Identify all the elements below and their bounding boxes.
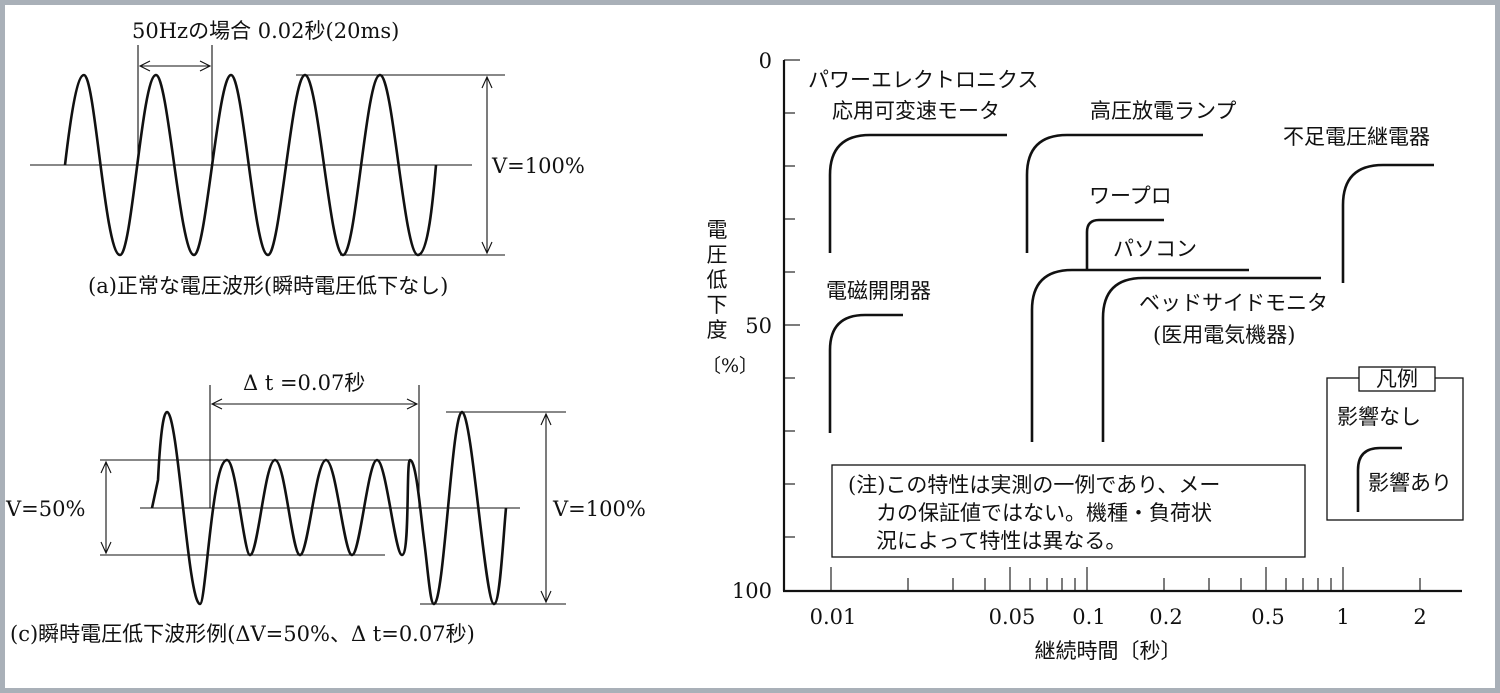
curve-word-processor <box>1085 218 1164 270</box>
curve-undervoltage-relay <box>1341 163 1434 283</box>
note-box: (注)この特性は実測の一例であり、メー カの保証値ではない。機種・負荷状 況によ… <box>831 464 1306 558</box>
x-tick-label: 0.01 <box>810 605 857 629</box>
note-line-3: 況によって特性は異なる。 <box>876 529 1126 553</box>
label-personal-computer: パソコン <box>1113 237 1197 261</box>
v50-arrowhead-bottom <box>100 541 112 555</box>
tolerance-chart: 0 50 100 電 圧 低 下 度 〔%〕 <box>702 49 1464 663</box>
period-label: 50Hzの場合 0.02秒(20ms) <box>132 19 399 43</box>
v50-arrowhead-top <box>100 460 112 474</box>
note-line-2: カの保証値ではない。機種・負荷状 <box>876 501 1212 525</box>
legend-no-effect: 影響なし <box>1337 405 1421 429</box>
x-axis-title: 継続時間〔秒〕 <box>1035 639 1182 663</box>
y-title-unit: 〔%〕 <box>702 355 758 377</box>
dt-arrowhead-right <box>406 398 419 410</box>
x-tick-label: 0.2 <box>1149 605 1182 629</box>
dt-arrowhead-left <box>210 398 223 410</box>
dt-label: Δ t =0.07秒 <box>243 371 365 395</box>
x-tick-label: 0.5 <box>1251 605 1284 629</box>
label-bedside-monitor-2: (医用電気機器) <box>1153 323 1295 347</box>
legend-title: 凡例 <box>1376 367 1418 391</box>
y-title-char: 度 <box>707 318 728 342</box>
v100-arrowhead-bottom <box>540 590 552 604</box>
x-tick-label: 1 <box>1336 605 1349 629</box>
label-bedside-monitor-1: ベッドサイドモニタ <box>1139 291 1328 315</box>
x-ticks <box>830 567 1421 591</box>
curve-bedside-monitor <box>1101 276 1321 442</box>
y-tick-label-50: 50 <box>745 314 772 338</box>
legend-effect: 影響あり <box>1368 471 1452 495</box>
period-arrowhead-right <box>199 60 212 72</box>
legend-title-box <box>1358 366 1436 392</box>
y-title-char: 圧 <box>707 243 728 267</box>
period-arrowhead-left <box>138 60 151 72</box>
panel-a-caption: (a)正常な電圧波形(瞬時電圧低下なし) <box>88 274 448 298</box>
panel-c-caption: (c)瞬時電圧低下波形例(ΔV=50%、Δ t=0.07秒) <box>10 622 475 646</box>
y-title-char: 低 <box>707 268 728 292</box>
y-title-char: 下 <box>707 293 728 317</box>
label-hid-lamp: 高圧放電ランプ <box>1090 99 1236 123</box>
label-power-electronics-2: 応用可変速モータ <box>832 99 1000 123</box>
figure-svg: 50Hzの場合 0.02秒(20ms) V=100% (a)正常な電圧波形(瞬時… <box>5 19 1464 663</box>
label-word-processor: ワープロ <box>1089 184 1172 208</box>
v100-label: V=100% <box>552 497 646 521</box>
legend-sample-curve <box>1356 446 1402 512</box>
v50-label: V=50% <box>5 497 85 521</box>
y-tick-label-100: 100 <box>732 579 772 603</box>
label-power-electronics-1: パワーエレクトロニクス <box>808 68 1038 92</box>
label-contactor: 電磁開閉器 <box>826 279 931 303</box>
label-undervoltage-relay: 不足電圧継電器 <box>1283 125 1430 149</box>
note-line-1: (注)この特性は実測の一例であり、メー <box>848 473 1220 497</box>
y-axis-title: 電 圧 低 下 度 〔%〕 <box>702 218 758 377</box>
x-tick-label: 2 <box>1413 605 1426 629</box>
curve-hid-lamp <box>1025 133 1203 253</box>
v100-arrowhead-top <box>540 412 552 426</box>
panel-a-v-label: V=100% <box>491 154 585 178</box>
panel-a: 50Hzの場合 0.02秒(20ms) V=100% (a)正常な電圧波形(瞬時… <box>30 19 585 298</box>
y-ticks <box>784 59 800 538</box>
curve-personal-computer <box>1030 268 1249 442</box>
panel-c: Δ t =0.07秒 V=50% V=100% (c)瞬時電圧低下波形例(ΔV=… <box>5 371 646 646</box>
panel-a-arrowhead-top <box>481 75 493 89</box>
y-title-char: 電 <box>707 218 728 242</box>
y-tick-label-0: 0 <box>759 49 772 73</box>
x-tick-label: 0.1 <box>1072 605 1105 629</box>
x-tick-label: 0.05 <box>989 605 1036 629</box>
legend: 凡例 影響なし 影響あり <box>1326 366 1464 521</box>
panel-a-arrowhead-bottom <box>481 241 493 255</box>
curve-contactor <box>828 313 903 433</box>
note-frame <box>831 464 1306 558</box>
curve-power-electronics <box>828 133 1007 253</box>
